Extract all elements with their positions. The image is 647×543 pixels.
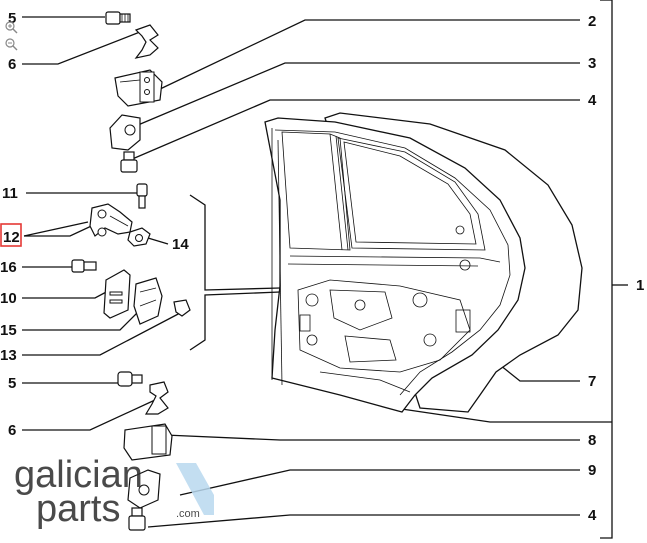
part-bolt-5-top [105,11,131,25]
part-bolt-5-bottom [117,371,143,387]
zoom-out-button[interactable] [4,37,18,51]
callout-6-top: 6 [8,56,16,73]
callout-15: 15 [0,322,17,339]
galicianparts-logo: galician parts .com [14,454,214,530]
part-bracket-15 [133,277,163,325]
logo-suffix: .com [176,508,200,520]
door-panel-7 [264,112,583,413]
callout-12-highlight [0,223,22,247]
part-hinge-8 [123,423,173,461]
part-plate-10 [103,269,131,319]
logo-line2: parts [36,488,120,530]
zoom-in-icon [5,21,18,34]
part-pin-11 [136,183,148,209]
part-clip-6-top [134,24,159,59]
callout-12: 12 [3,229,20,246]
zoom-out-icon [5,38,18,51]
part-bracket-9 [127,469,161,509]
callout-5-top: 5 [8,10,16,27]
callout-9: 9 [588,462,596,479]
callout-11: 11 [2,185,18,202]
leader-lines [22,0,628,539]
part-nut-14 [127,227,151,247]
callout-14: 14 [172,236,189,253]
part-screw-13 [173,299,191,317]
callout-7: 7 [588,373,596,390]
logo-line1: galician [14,455,143,496]
part-clip-6-bottom [144,381,169,415]
callout-labels: 5 6 2 3 4 11 12 14 16 1 10 15 13 5 7 6 8… [0,10,644,524]
callout-2: 2 [588,13,596,30]
zoom-in-button[interactable] [4,20,18,34]
part-bolt-16 [71,259,97,273]
callout-5-bottom: 5 [8,375,16,392]
part-bracket-3 [109,114,141,151]
callout-13: 13 [0,347,17,364]
callout-4-top: 4 [588,92,597,109]
callout-10: 10 [0,290,17,307]
callout-16: 16 [0,259,17,276]
callout-6-bottom: 6 [8,422,16,439]
callout-1: 1 [636,277,644,294]
callout-8: 8 [588,432,596,449]
part-check-arm-12 [89,203,133,237]
part-bolt-4-top [120,151,138,173]
logo-watermark: galician parts .com [14,454,214,530]
part-bolt-4-bottom [128,507,146,531]
part-hinge-2 [114,69,163,107]
callout-3: 3 [588,55,596,72]
callout-4-bottom: 4 [588,507,597,524]
